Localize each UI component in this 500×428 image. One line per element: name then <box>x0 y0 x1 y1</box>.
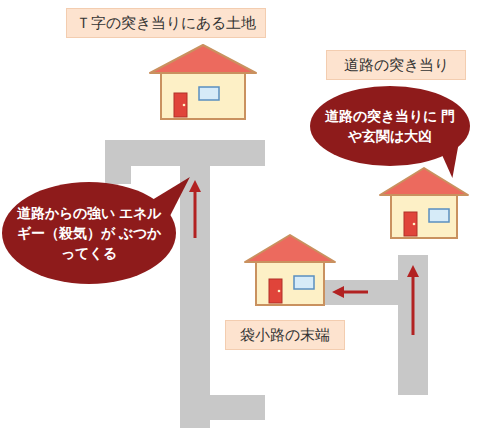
callout-text: 道路からの強い エネルギー（殺気）が ぶつかってくる <box>14 203 164 264</box>
callout-text: 道路の突き当りに 門や玄関は大凶 <box>324 106 456 147</box>
house <box>380 168 468 238</box>
house <box>150 45 256 119</box>
place-label: Ｔ字の突き当りにある土地 <box>66 8 266 38</box>
label-text: 袋小路の末端 <box>240 326 330 345</box>
place-label: 袋小路の末端 <box>225 320 345 350</box>
house <box>245 235 335 305</box>
speech-bubble: 道路の突き当りに 門や玄関は大凶 <box>310 86 470 166</box>
place-label: 道路の突き当り <box>326 50 466 80</box>
label-text: 道路の突き当り <box>344 56 449 75</box>
speech-bubble: 道路からの強い エネルギー（殺気）が ぶつかってくる <box>2 182 176 284</box>
flow-arrow <box>189 180 419 335</box>
bubble-shape <box>310 86 470 166</box>
label-text: Ｔ字の突き当りにある土地 <box>76 14 256 33</box>
road <box>105 140 428 428</box>
